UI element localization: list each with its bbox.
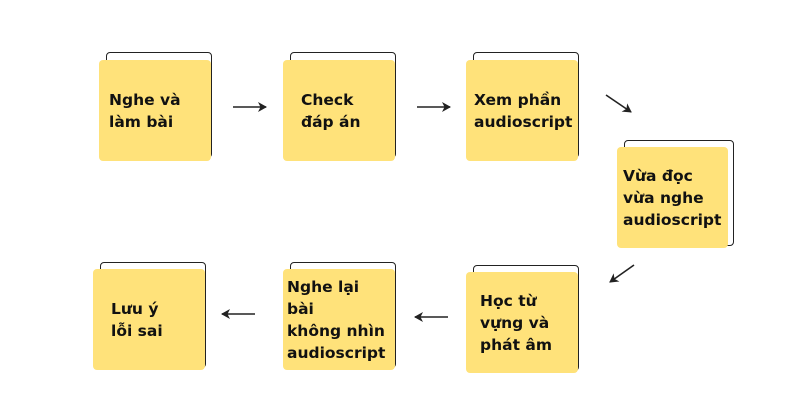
step-label: Xem phần audioscript [474, 90, 573, 131]
arrow-3-to-4 [605, 94, 632, 113]
step-label: Nghe lại bài không nhìn audioscript [287, 277, 386, 362]
card-face: Nghe và làm bài [99, 60, 211, 161]
step-label: Học từ vựng và phát âm [480, 291, 553, 354]
card-face: Học từ vựng và phát âm [466, 272, 578, 373]
step-label: Check đáp án [301, 90, 361, 131]
card-face: Vừa đọc vừa nghe audioscript [617, 147, 728, 248]
card-face: Nghe lại bài không nhìn audioscript [283, 269, 395, 370]
card-face: Check đáp án [283, 60, 395, 161]
step-label: Nghe và làm bài [109, 90, 181, 131]
arrow-4-to-5 [609, 264, 635, 283]
card-face: Lưu ý lỗi sai [93, 269, 205, 370]
step-label: Vừa đọc vừa nghe audioscript [623, 166, 722, 229]
step-label: Lưu ý lỗi sai [111, 299, 163, 340]
card-face: Xem phần audioscript [466, 60, 578, 161]
